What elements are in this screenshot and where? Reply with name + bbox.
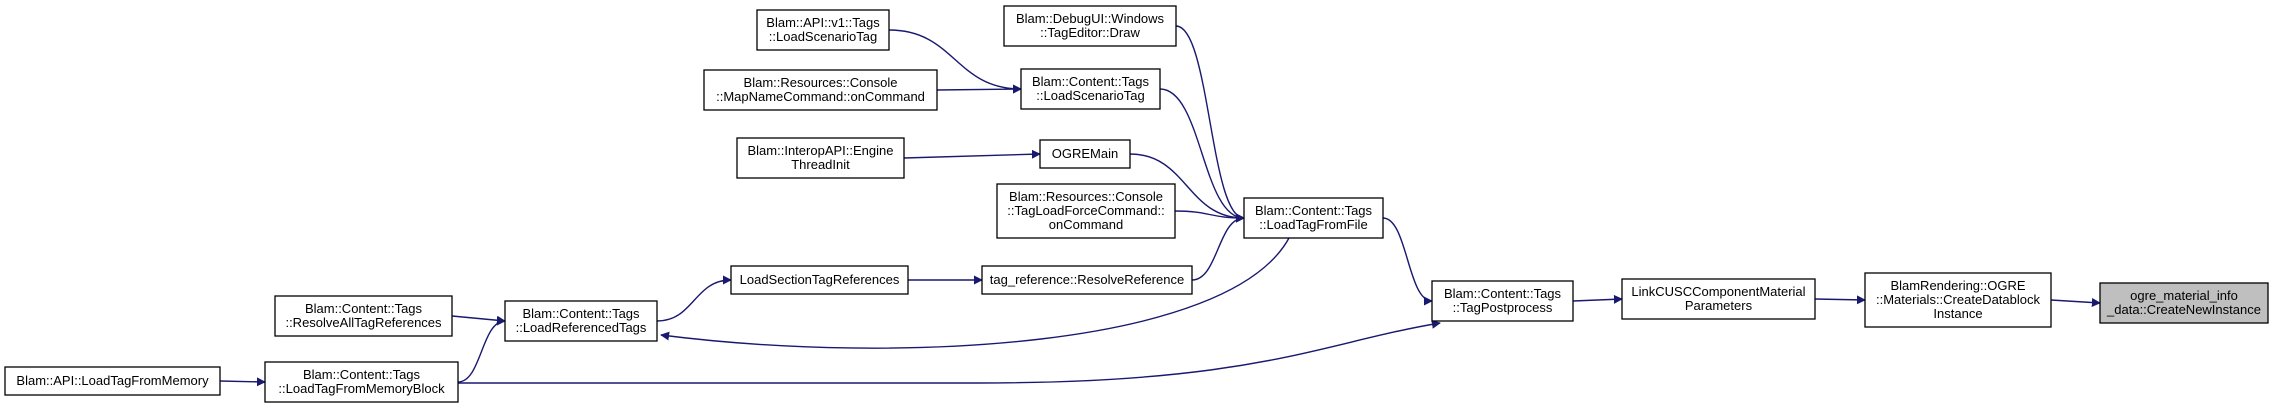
node-label-line: Blam::Content::Tags [303,367,421,382]
edge-load_referenced_tags-to-load_section_tag_references [656,275,732,322]
node-label-line: _data::CreateNewInstance [2106,302,2261,317]
node-label-line: LoadSectionTagReferences [740,272,900,287]
edge-link_cusc-to-create_datablock_instance [1814,295,1866,305]
node-label-line: Parameters [1685,298,1753,313]
node-tag-postprocess[interactable]: Blam::Content::Tags::TagPostprocess [1431,280,1574,322]
node-label-line: Blam::API::LoadTagFromMemory [16,373,209,388]
node-box [1621,278,1816,320]
node-ogre-main[interactable]: OGREMain [1039,139,1131,169]
edge-load_tag_from_memory_block-to-tag_postprocess [458,319,1441,384]
node-label-line: ThreadInit [791,157,850,172]
node-box [703,69,938,111]
node-create-new-instance[interactable]: ogre_material_info_data::CreateNewInstan… [2099,282,2269,324]
edge-ogre_main-to-load_tag_from_file [1129,153,1245,223]
edge-api_load_scenario_tag-to-load_scenario_tag_content [888,29,1022,94]
node-load-tag-from-memory-block[interactable]: Blam::Content::Tags::LoadTagFromMemoryBl… [264,361,459,403]
edge-tag_editor_draw-to-load_tag_from_file [1175,25,1245,223]
edge-tag_postprocess-to-link_cusc [1572,294,1623,304]
node-tag-load-force-command[interactable]: Blam::Resources::Console::TagLoadForceCo… [996,183,1176,239]
node-label-line: ogre_material_info [2130,288,2238,303]
node-box [730,265,909,295]
node-label-line: OGREMain [1052,146,1118,161]
node-box [756,9,890,51]
node-label-line: ::TagEditor::Draw [1040,25,1140,40]
edge-load_tag_from_file-to-load_referenced_tags [660,237,1290,349]
edge-resolve_reference-to-load_tag_from_file [1191,213,1245,281]
edges-layer [219,25,2101,387]
node-box [2099,282,2269,324]
node-box [981,265,1193,295]
node-label-line: ::LoadTagFromMemoryBlock [278,381,445,396]
node-box [264,361,459,403]
edge-api_load_tag_from_memory-to-load_tag_from_memory_block [219,377,266,387]
node-label-line: Blam::Content::Tags [1444,286,1562,301]
node-label-line: ::TagLoadForceCommand:: [1007,203,1165,218]
node-label-line: ::LoadReferencedTags [516,320,647,335]
node-label-line: onCommand [1049,217,1123,232]
node-label-line: ::Materials::CreateDatablock [1876,292,2041,307]
node-resolve-all-tag-references[interactable]: Blam::Content::Tags::ResolveAllTagRefere… [274,295,453,337]
node-label-line: ::LoadTagFromFile [1259,217,1367,232]
node-tag-editor-draw[interactable]: Blam::DebugUI::Windows::TagEditor::Draw [1003,5,1177,47]
node-label-line: ::LoadScenarioTag [769,29,877,44]
node-label-line: ::TagPostprocess [1453,300,1553,315]
node-box [1431,280,1574,322]
node-load-scenario-tag-content[interactable]: Blam::Content::Tags::LoadScenarioTag [1020,68,1161,110]
node-label-line: Instance [1933,306,1982,321]
node-box [1243,197,1384,239]
node-load-section-tag-references[interactable]: LoadSectionTagReferences [730,265,909,295]
node-api-load-tag-from-memory[interactable]: Blam::API::LoadTagFromMemory [4,366,221,396]
nodes-layer: ogre_material_info_data::CreateNewInstan… [4,5,2269,403]
node-label-line: Blam::Resources::Console [1009,189,1163,204]
node-box [736,137,905,179]
node-label-line: BlamRendering::OGRE [1890,278,2025,293]
edge-load_scenario_tag_content-to-load_tag_from_file [1159,88,1245,223]
edge-engine_thread_init-to-ogre_main [903,149,1041,159]
edge-create_datablock_instance-to-create_new_instance [2050,298,2101,307]
edge-load_tag_from_file-to-tag_postprocess [1382,217,1433,306]
node-box [504,300,658,342]
node-box [1020,68,1161,110]
node-label-line: Blam::Content::Tags [1255,203,1373,218]
node-box [1864,272,2052,328]
node-label-line: Blam::API::v1::Tags [766,15,880,30]
node-label-line: Blam::Resources::Console [744,75,898,90]
node-label-line: Blam::DebugUI::Windows [1016,11,1165,26]
node-box [4,366,221,396]
node-box [1039,139,1131,169]
node-box [1003,5,1177,47]
edge-load_tag_from_memory_block-to-load_referenced_tags [457,316,506,383]
edge-tag_load_force_command-to-load_tag_from_file [1174,210,1245,223]
node-load-referenced-tags[interactable]: Blam::Content::Tags::LoadReferencedTags [504,300,658,342]
node-label-line: ::MapNameCommand::onCommand [716,89,925,104]
node-label-line: Blam::Content::Tags [1032,74,1150,89]
node-label-line: ::LoadScenarioTag [1036,88,1144,103]
node-box [996,183,1176,239]
node-label-line: ::ResolveAllTagReferences [285,315,442,330]
node-resolve-reference[interactable]: tag_reference::ResolveReference [981,265,1193,295]
node-label-line: LinkCUSCComponentMaterial [1631,284,1805,299]
node-label-line: Blam::Content::Tags [522,306,640,321]
node-create-datablock-instance[interactable]: BlamRendering::OGRE::Materials::CreateDa… [1864,272,2052,328]
node-label-line: tag_reference::ResolveReference [990,272,1184,287]
edge-resolve_all_tag_references-to-load_referenced_tags [451,315,506,325]
node-label-line: Blam::Content::Tags [305,301,423,316]
node-load-tag-from-file[interactable]: Blam::Content::Tags::LoadTagFromFile [1243,197,1384,239]
edge-map_name_command-to-load_scenario_tag_content [936,84,1022,94]
node-label-line: Blam::InteropAPI::Engine [748,143,894,158]
node-api-load-scenario-tag[interactable]: Blam::API::v1::Tags::LoadScenarioTag [756,9,890,51]
node-map-name-command[interactable]: Blam::Resources::Console::MapNameCommand… [703,69,938,111]
node-box [274,295,453,337]
